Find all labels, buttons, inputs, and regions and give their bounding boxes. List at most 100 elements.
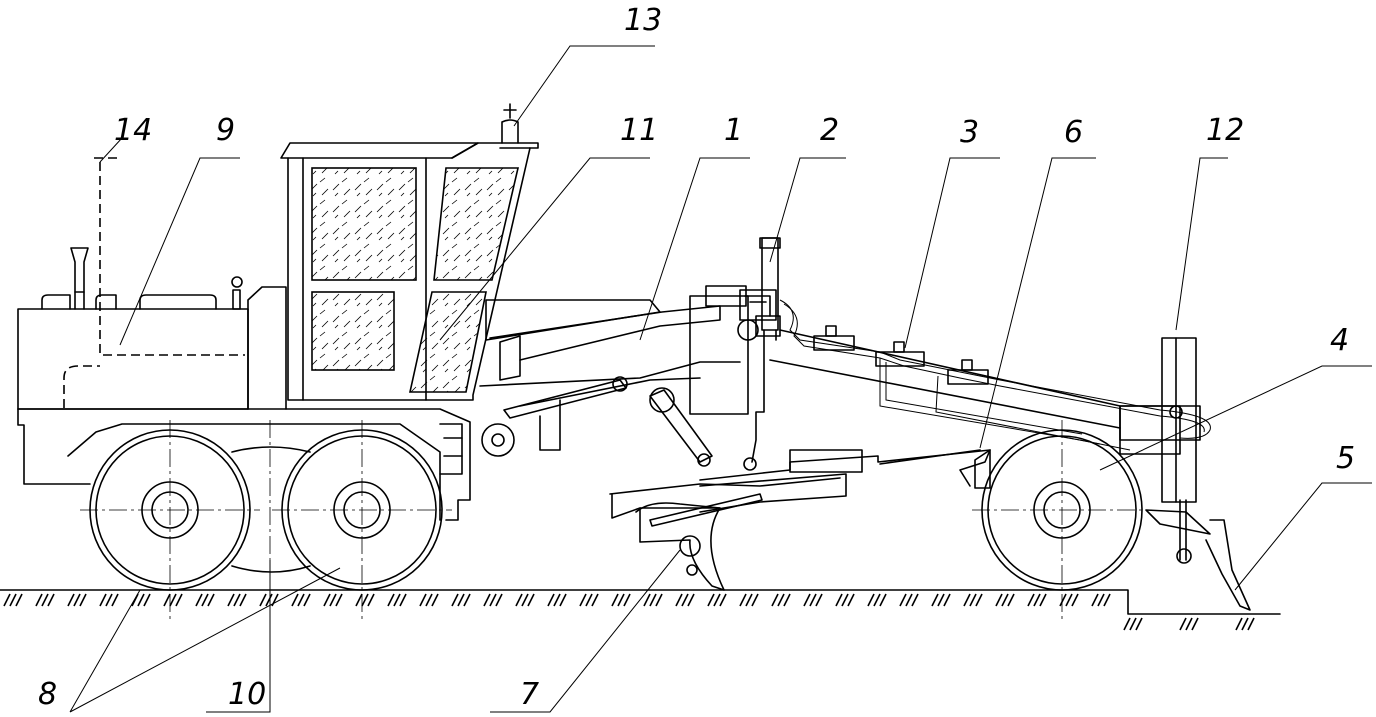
ground-hatch — [355, 593, 363, 607]
ground-hatch — [233, 593, 241, 607]
ground-hatch — [835, 593, 843, 607]
ground-hatch — [451, 593, 459, 607]
ground-hatch — [1247, 617, 1255, 631]
ground-hatch — [335, 593, 343, 607]
ground-hatch — [559, 593, 567, 607]
ground-hatch — [1033, 593, 1041, 607]
ground-hatch — [431, 593, 439, 607]
ground-hatch — [803, 593, 811, 607]
ground-hatch — [521, 593, 529, 607]
ground-hatch — [655, 593, 663, 607]
moldboard — [635, 493, 763, 591]
callout-9: 9 — [216, 113, 235, 148]
ground-hatch — [41, 593, 49, 607]
ground-hatch — [1071, 593, 1079, 607]
callout-12: 12 — [1206, 113, 1244, 148]
callout-8: 8 — [38, 677, 57, 712]
ground — [0, 589, 1281, 631]
ground-hatch — [745, 593, 753, 607]
ground-hatch — [47, 593, 55, 607]
ground-hatch — [739, 593, 747, 607]
ground-hatch — [399, 593, 407, 607]
ground-hatch — [643, 593, 651, 607]
ground-hatch — [867, 593, 875, 607]
ground-hatch — [1135, 617, 1143, 631]
ground-hatch — [1091, 593, 1099, 607]
ground-hatch — [483, 593, 491, 607]
ground-hatch — [847, 593, 855, 607]
ground-hatch — [969, 593, 977, 607]
rear-frame — [17, 408, 471, 521]
ground-hatch — [495, 593, 503, 607]
ground-hatch — [585, 593, 593, 607]
ground-hatch — [67, 593, 75, 607]
ground-hatch — [227, 593, 235, 607]
callout-10: 10 — [228, 677, 266, 712]
cab — [280, 103, 539, 401]
ground-hatch — [751, 593, 759, 607]
ground-hatch — [617, 593, 625, 607]
ground-hatch — [489, 593, 497, 607]
ground-hatch — [681, 593, 689, 607]
tandem-bogie — [231, 446, 311, 573]
ground-hatch — [175, 593, 183, 607]
ground-hatch — [873, 593, 881, 607]
ground-hatch — [675, 593, 683, 607]
ground-hatch — [201, 593, 209, 607]
frame-pivot — [689, 285, 777, 415]
leader-lines — [69, 45, 1372, 713]
lift-cylinder-front — [743, 237, 781, 471]
ground-hatch — [99, 593, 107, 607]
ground-hatch — [265, 593, 273, 607]
ground-hatch — [259, 593, 267, 607]
ground-hatch — [3, 593, 11, 607]
ground-hatch — [1065, 593, 1073, 607]
ground-hatch — [73, 593, 81, 607]
ground-hatch — [105, 593, 113, 607]
ground-hatch — [579, 593, 587, 607]
ground-hatch — [899, 593, 907, 607]
ground-hatch — [239, 593, 247, 607]
ground-hatch — [1191, 617, 1199, 631]
ground-hatch — [195, 593, 203, 607]
ground-hatch — [547, 593, 555, 607]
ground-hatch — [303, 593, 311, 607]
ground-hatch — [323, 593, 331, 607]
engine-hood — [17, 247, 287, 410]
ground-hatch — [1185, 617, 1193, 631]
ground-hatch — [425, 593, 433, 607]
callout-13: 13 — [624, 3, 662, 38]
ground-hatch — [527, 593, 535, 607]
ground-hatch — [783, 593, 791, 607]
ground-hatch — [649, 593, 657, 607]
ground-hatch — [1241, 617, 1249, 631]
ground-hatch — [553, 593, 561, 607]
ground-hatch — [1027, 593, 1035, 607]
ripper — [1145, 337, 1251, 611]
callout-14: 14 — [114, 113, 152, 148]
callout-11: 11 — [620, 113, 658, 148]
center-lines — [80, 420, 1152, 620]
callout-4: 4 — [1330, 323, 1349, 358]
front-axle-beam — [974, 449, 991, 489]
ground-hatch — [419, 593, 427, 607]
ground-hatch — [809, 593, 817, 607]
ground-hatch — [623, 593, 631, 607]
ground-hatch — [1059, 593, 1067, 607]
callout-1: 1 — [724, 113, 743, 148]
ground-hatch — [1039, 593, 1047, 607]
ground-hatch — [611, 593, 619, 607]
ground-hatch — [361, 593, 369, 607]
ground-hatch — [1103, 593, 1111, 607]
ground-hatch — [9, 593, 17, 607]
ground-hatch — [207, 593, 215, 607]
ground-hatch — [297, 593, 305, 607]
ground-hatch — [111, 593, 119, 607]
ground-hatch — [463, 593, 471, 607]
ground-hatch — [777, 593, 785, 607]
ground-hatch — [911, 593, 919, 607]
callout-7: 7 — [520, 677, 539, 712]
ground-hatch — [1007, 593, 1015, 607]
ground-hatch — [937, 593, 945, 607]
